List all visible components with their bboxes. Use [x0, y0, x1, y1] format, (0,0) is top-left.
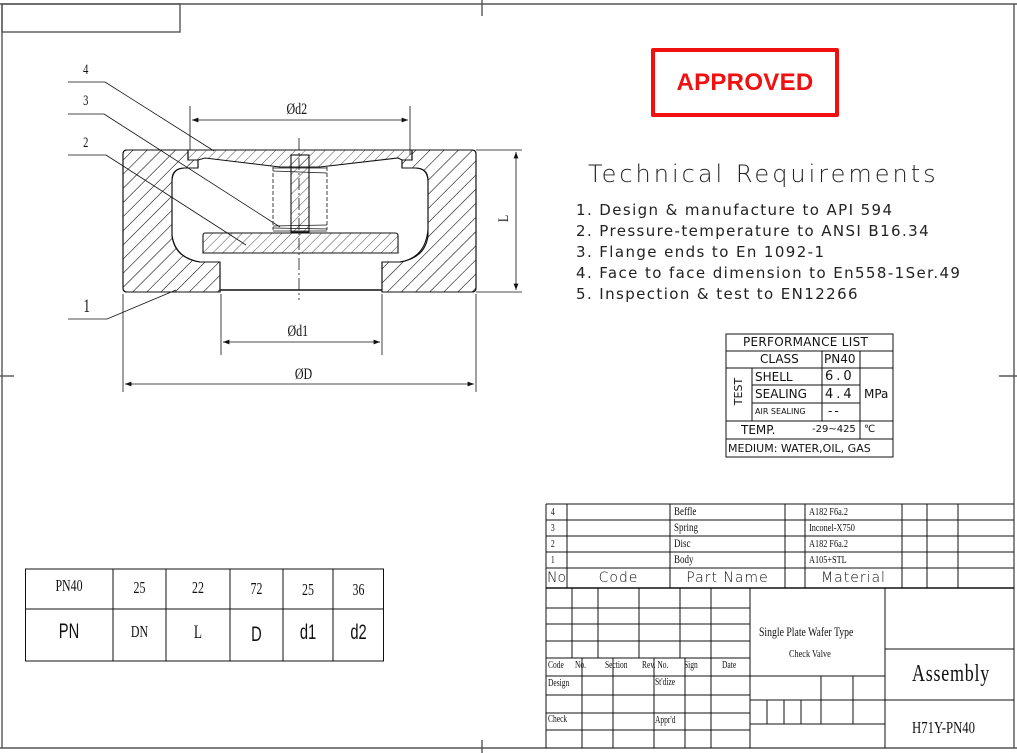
requirement-item: 5. Inspection & test to EN12266 [576, 285, 860, 303]
requirement-item: 3. Flange ends to En 1092-1 [576, 243, 826, 261]
check-label: Check [548, 714, 568, 725]
callout-1: 1 [83, 296, 91, 317]
rev-header-sign: Sign [684, 660, 698, 671]
requirement-item: 2. Pressure-temperature to ANSI B16.34 [576, 222, 931, 240]
shell-label: SHELL [755, 370, 793, 384]
callout-4: 4 [83, 62, 89, 78]
air-sealing-value: -- [828, 404, 841, 418]
standardize-label: St'dize [655, 677, 676, 688]
parts-list: 4 Beffle A182 F6a.2 3 Spring Inconel-X75… [545, 500, 1017, 590]
performance-list-grid [725, 333, 894, 458]
part-material: A182 F6a.2 [809, 506, 848, 518]
class-value: PN40 [824, 352, 856, 366]
part-name: Disc [674, 536, 691, 550]
product-title-line2: Check Valve [789, 648, 831, 660]
parts-header-no: No [547, 570, 567, 586]
part-name: Body [674, 552, 694, 566]
part-no: 3 [550, 522, 555, 534]
dim-header-l: L [193, 622, 203, 643]
callout-3: 3 [83, 93, 89, 109]
rev-header-section: Section [605, 660, 628, 671]
approve-label: Appr'd [655, 715, 676, 726]
requirement-item: 1. Design & manufacture to API 594 [576, 201, 894, 219]
part-material: A182 F6a.2 [809, 538, 848, 550]
part-name: Beffle [674, 504, 697, 518]
part-no: 2 [550, 538, 555, 550]
parts-header-material: Material [821, 570, 886, 586]
medium: MEDIUM: WATER,OIL, GAS [728, 442, 871, 455]
part-no: 4 [550, 506, 555, 518]
product-title-line1: Single Plate Wafer Type [759, 624, 854, 639]
sealing-label: SEALING [755, 387, 807, 401]
dim-value-l: 22 [192, 578, 204, 597]
dim-header-d2: d2 [350, 621, 367, 644]
callout-2: 2 [83, 135, 89, 151]
rev-header-rev-no: Rev. No. [642, 660, 669, 671]
dim-value-dn: 25 [133, 578, 146, 597]
dimension-label-d1: Ød1 [287, 323, 309, 340]
drawing-type: Assembly [912, 661, 990, 687]
requirement-item: 4. Face to face dimension to En558-1Ser.… [576, 264, 962, 282]
air-sealing-label: AIR SEALING [755, 407, 806, 416]
title-block-grid [545, 503, 1014, 748]
dim-header-d1: d1 [299, 621, 317, 644]
model-number: H71Y-PN40 [912, 718, 976, 737]
valve-cross-section [122, 138, 477, 300]
title-block: Code No. Section Rev. No. Sign Date Desi… [545, 500, 1017, 752]
parts-header-code: Code [598, 570, 639, 586]
part-no: 1 [550, 554, 555, 566]
dimension-table-grid [25, 568, 384, 662]
part-name: Spring [674, 520, 699, 534]
pressure-unit: MPa [864, 387, 889, 401]
shell-value: 6.0 [825, 369, 855, 384]
dim-header-pn: PN [58, 620, 80, 643]
temp-value: -29~425 [812, 424, 856, 435]
class-label: CLASS [760, 352, 799, 366]
part-material: A105+STL [809, 554, 847, 566]
dim-header-d: D [251, 623, 262, 646]
dim-value-d1: 25 [302, 580, 314, 599]
dimension-label-D: ØD [294, 366, 313, 383]
dimension-table: PN40 25 22 72 25 36 PN DN L D d1 d2 [25, 568, 385, 664]
rev-header-no: No. [575, 660, 587, 671]
dimension-label-d2: Ød2 [286, 101, 308, 118]
test-label: TEST [732, 377, 746, 406]
design-label: Design [548, 678, 570, 689]
performance-list: PERFORMANCE LIST CLASS PN40 TEST SHELL 6… [725, 333, 895, 459]
callout-leaders [68, 81, 281, 320]
dim-header-dn: DN [130, 622, 149, 641]
parts-header-part-name: Part Name [686, 570, 769, 586]
dim-value-d2: 36 [352, 580, 365, 599]
rev-header-date: Date [722, 660, 737, 671]
dim-value-d: 72 [250, 579, 263, 598]
technical-requirements-title: Technical Requirements [588, 160, 939, 188]
temp-label: TEMP. [741, 423, 776, 437]
rev-header-code: Code [548, 660, 564, 671]
technical-requirements-list: 1. Design & manufacture to API 594 2. Pr… [576, 200, 961, 305]
temp-unit: ℃ [864, 424, 876, 435]
performance-title: PERFORMANCE LIST [743, 335, 869, 349]
part-material: Inconel-X750 [809, 522, 855, 534]
approved-stamp-label: APPROVED [676, 68, 814, 96]
sealing-value: 4.4 [825, 387, 855, 402]
approved-stamp: APPROVED [651, 48, 839, 117]
dimension-label-L: L [496, 214, 513, 223]
dimension-lines [122, 106, 522, 392]
dim-value-pn: PN40 [55, 576, 83, 595]
